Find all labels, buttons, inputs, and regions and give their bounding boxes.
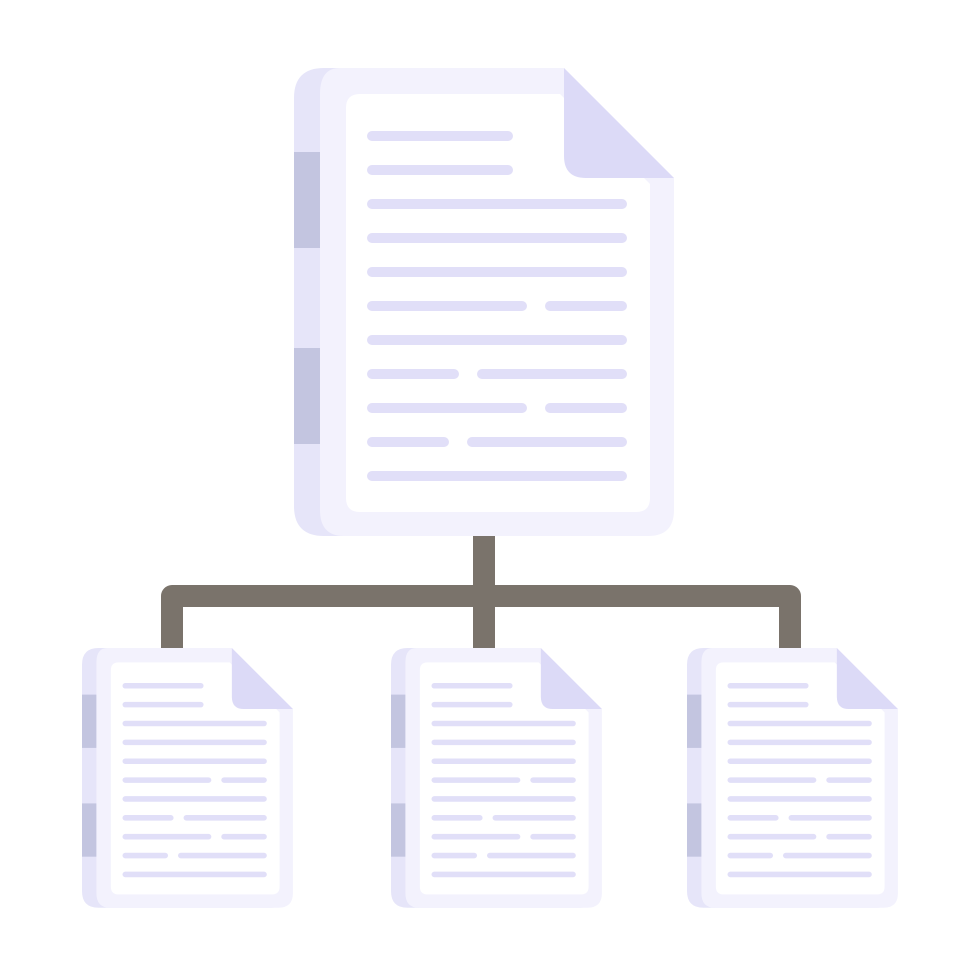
page-fold-corner [231,648,293,710]
binding-tab [82,694,97,748]
binding-tab [391,803,406,857]
binding-tab [687,694,702,748]
connector-path [161,535,801,648]
binding-tab [294,152,320,248]
page-fold-corner [836,648,898,710]
page-fold-corner [540,648,602,710]
page-fold-corner [564,68,674,178]
parent-document-icon [294,68,674,536]
connector-lines [161,535,801,648]
child-document-icon-3 [687,648,898,908]
child-document-icon-2 [391,648,602,908]
binding-tab [391,694,406,748]
child-document-icon-1 [82,648,293,908]
binding-tab [687,803,702,857]
binding-tab [82,803,97,857]
binding-tab [294,348,320,444]
